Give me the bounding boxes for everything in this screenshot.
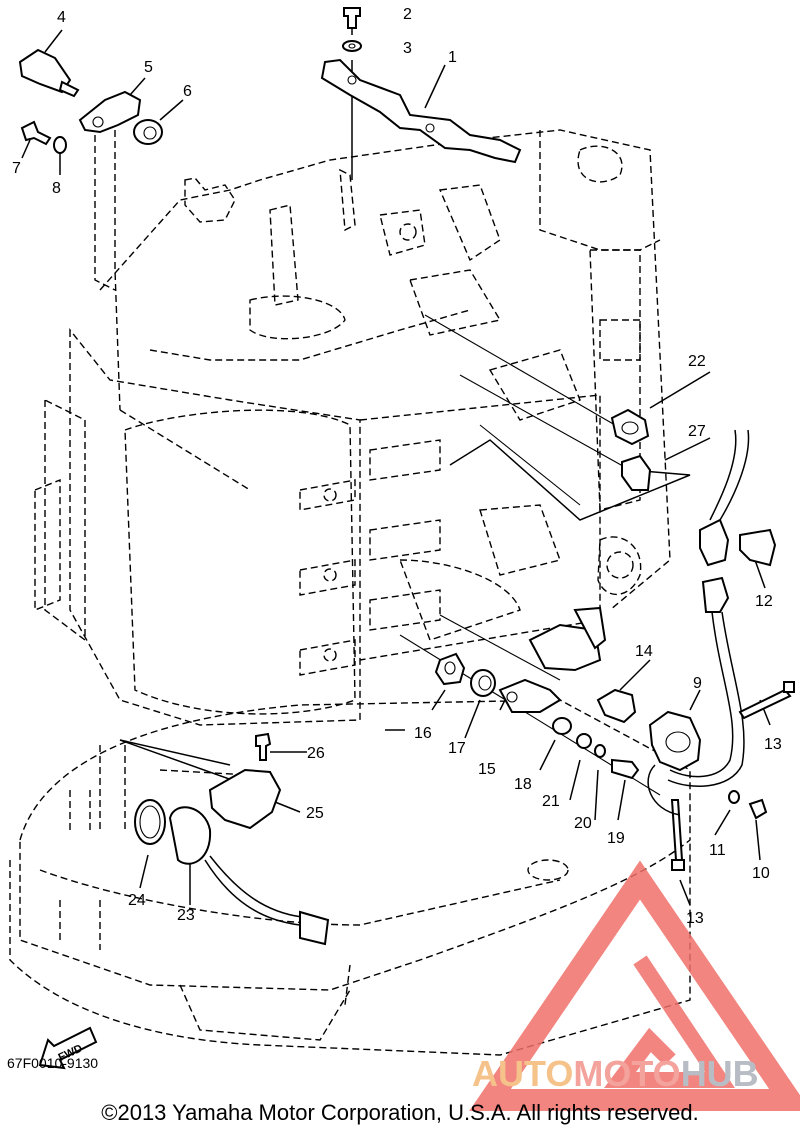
drawing-code: 67F0010-9130 xyxy=(7,1055,99,1071)
part-1-plate xyxy=(320,58,522,164)
part-label-7: 7 xyxy=(12,160,21,177)
part-3-washer xyxy=(342,40,362,52)
watermark-text: AUTOMOTOHUB xyxy=(472,1053,759,1095)
part-label-9: 9 xyxy=(693,675,702,692)
part-label-22: 22 xyxy=(688,353,706,370)
part-22-sensor xyxy=(610,408,650,446)
part-23-sensor xyxy=(168,806,212,865)
part-18-washer xyxy=(552,717,572,735)
part-2-bolt xyxy=(343,7,361,29)
part-label-19: 19 xyxy=(607,830,625,847)
part-19-bolt xyxy=(611,758,640,780)
part-6-grommet xyxy=(133,119,163,145)
part-label-17: 17 xyxy=(448,740,466,757)
part-27-clip xyxy=(621,454,652,491)
part-26-bolt xyxy=(255,732,272,761)
part-5-bracket xyxy=(78,90,142,134)
part-label-16: 16 xyxy=(414,725,432,742)
part-10-bolt xyxy=(748,798,768,820)
part-8-washer xyxy=(53,136,67,154)
watermark-part-moto: MOTO xyxy=(573,1053,681,1094)
part-label-15: 15 xyxy=(478,761,496,778)
watermark-logo-icon xyxy=(469,860,800,1111)
part-label-11: 11 xyxy=(709,842,726,859)
part-label-25: 25 xyxy=(306,805,324,822)
part-label-3: 3 xyxy=(403,40,412,57)
part-label-27: 27 xyxy=(688,423,706,440)
part-12-clamp xyxy=(739,528,777,567)
part-14-clamp xyxy=(596,688,637,724)
part-label-2: 2 xyxy=(403,6,412,23)
engine-block xyxy=(34,129,671,726)
bottom-cowling xyxy=(9,699,691,1056)
part-label-26: 26 xyxy=(307,745,325,762)
part-label-23: 23 xyxy=(177,907,195,924)
part-label-13-upper: 13 xyxy=(764,736,782,753)
part-11-washer xyxy=(728,790,740,804)
part-label-18: 18 xyxy=(514,776,532,793)
part-15-bracket xyxy=(498,678,562,713)
part-label-12: 12 xyxy=(755,593,773,610)
part-label-20: 20 xyxy=(574,815,592,832)
part-9-sensor xyxy=(648,710,702,772)
part-label-6: 6 xyxy=(183,83,192,100)
part-label-24: 24 xyxy=(128,892,146,909)
part-label-21: 21 xyxy=(542,793,560,810)
copyright-notice: ©2013 Yamaha Motor Corporation, U.S.A. A… xyxy=(101,1100,699,1125)
part-13-cable-tie-lower xyxy=(670,799,684,861)
part-label-14: 14 xyxy=(635,643,653,660)
part-17-grommet xyxy=(470,669,496,697)
part-label-10: 10 xyxy=(752,865,770,882)
watermark-part-hub: HUB xyxy=(680,1053,759,1094)
part-25-bracket xyxy=(208,768,282,830)
part-21-washer xyxy=(576,733,592,749)
leader-lines xyxy=(21,22,771,906)
part-7-bolt xyxy=(20,120,52,146)
part-13-cable-tie-upper xyxy=(738,688,792,720)
fwd-arrow-icon xyxy=(38,1026,98,1070)
part-label-13-lower: 13 xyxy=(686,910,704,927)
part-20-washer xyxy=(594,744,606,758)
part-16-collar xyxy=(434,652,466,686)
watermark-part-auto: AUTO xyxy=(472,1053,574,1094)
part-label-4: 4 xyxy=(57,9,66,26)
parts xyxy=(18,7,795,1070)
part-label-5: 5 xyxy=(144,59,153,76)
part-label-8: 8 xyxy=(52,180,61,197)
part-label-1: 1 xyxy=(448,49,457,66)
